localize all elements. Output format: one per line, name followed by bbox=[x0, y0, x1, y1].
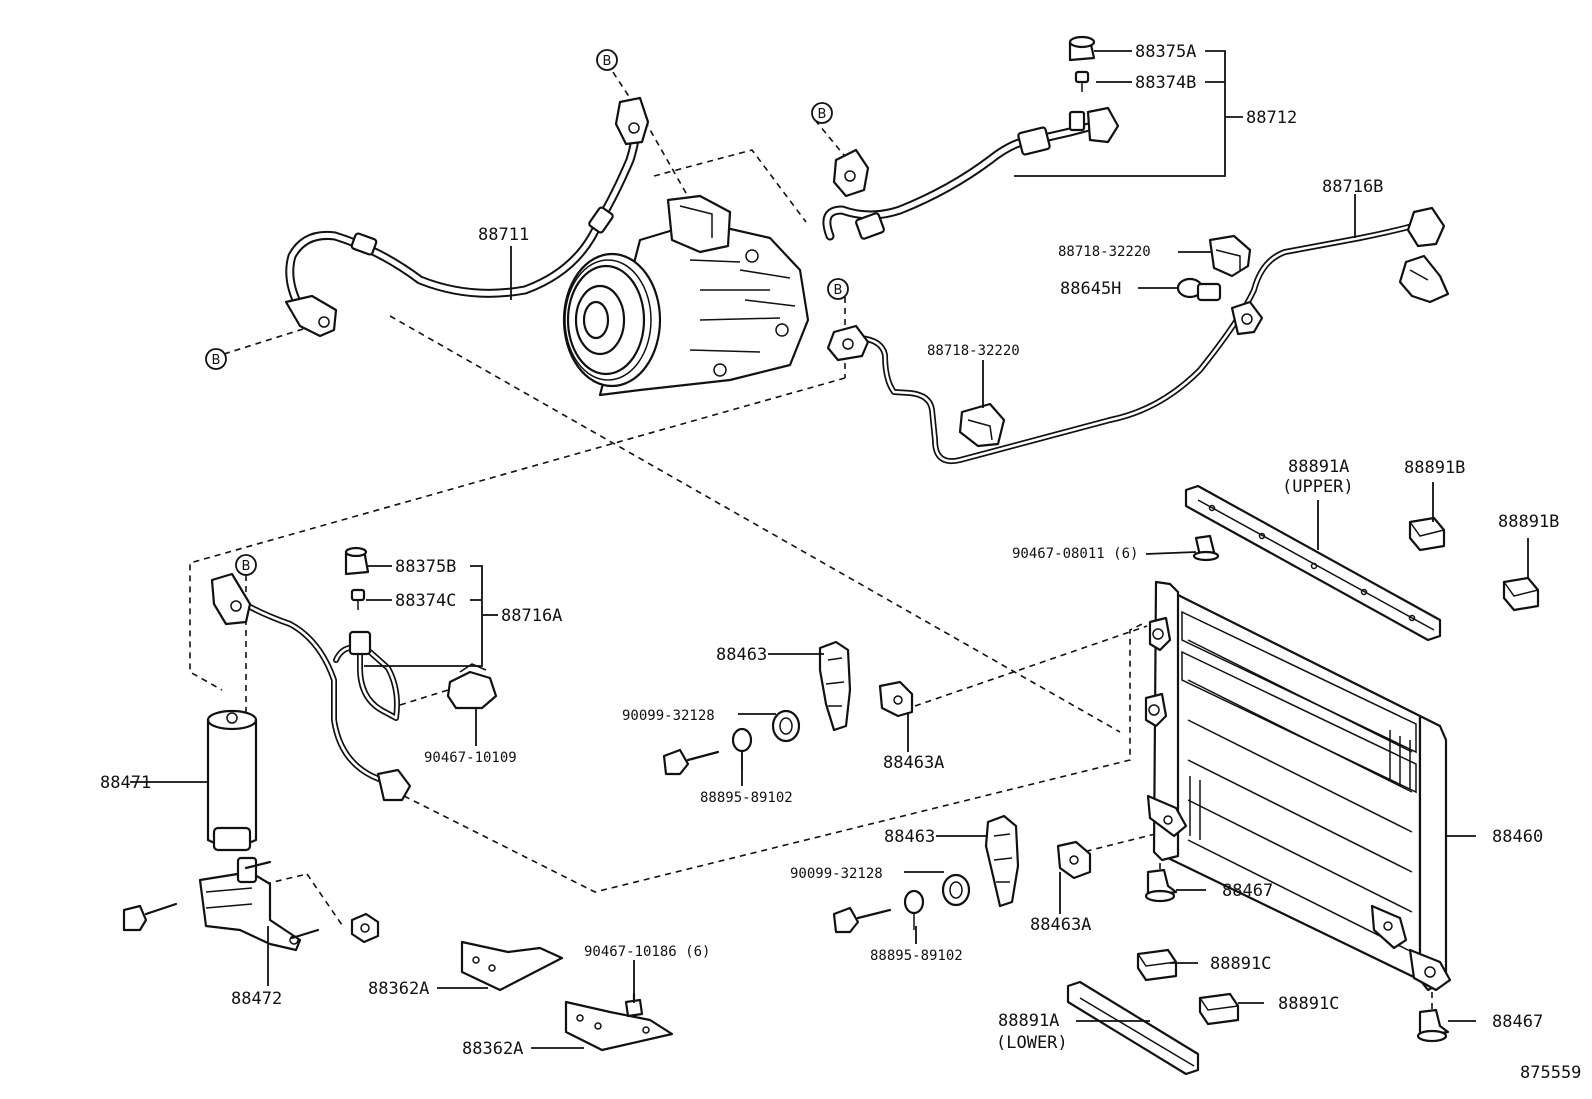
label-88362a-lower: 88362A bbox=[462, 1039, 523, 1059]
label-88718-32220-lower: 88718-32220 bbox=[927, 343, 1020, 359]
liquid-pipe-88716b bbox=[826, 206, 1446, 464]
radiator-support-88891a-lower bbox=[1066, 980, 1200, 1076]
label-88375b: 88375B bbox=[395, 557, 456, 577]
cushion-88891c-upper bbox=[1136, 948, 1178, 982]
b-marker-left: B bbox=[205, 348, 227, 370]
label-88891c-upper: 88891C bbox=[1210, 954, 1271, 974]
b-marker-upper-right: B bbox=[811, 102, 833, 124]
label-90467-08011: 90467-08011 (6) bbox=[1012, 546, 1138, 562]
bracket-88362a-lower bbox=[564, 1000, 674, 1052]
label-88718-32220-upper: 88718-32220 bbox=[1058, 244, 1151, 260]
label-88471: 88471 bbox=[100, 773, 151, 793]
cushion-88891c-lower bbox=[1198, 992, 1240, 1026]
radiator-support-88891a-upper bbox=[1184, 484, 1442, 642]
bolt-lower bbox=[832, 906, 892, 934]
label-88891a-lower-note: (LOWER) bbox=[996, 1033, 1068, 1053]
clip-90467-10186 bbox=[624, 992, 644, 1018]
label-88891a-lower: 88891A bbox=[998, 1011, 1059, 1031]
label-88716a: 88716A bbox=[501, 606, 562, 626]
svg-text:B: B bbox=[603, 54, 612, 69]
pipe-clamp-88718-32220-upper bbox=[1208, 234, 1252, 278]
label-88375a: 88375A bbox=[1135, 42, 1196, 62]
bolt-upper bbox=[662, 748, 720, 776]
part-labels: 88711 88375A 88374B 88712 88716B 88718-3… bbox=[100, 42, 1581, 1083]
svg-text:B: B bbox=[834, 283, 843, 298]
collar-88895-upper bbox=[731, 727, 753, 770]
pipe-clamp-88718-32220-lower bbox=[958, 402, 1006, 448]
receiver-bracket-88472 bbox=[198, 856, 302, 952]
valve-core-88374b bbox=[1074, 70, 1090, 92]
label-88463a-upper: 88463A bbox=[883, 753, 944, 773]
liquid-pipe-88716a bbox=[210, 572, 412, 802]
discharge-hose-88711 bbox=[284, 96, 650, 338]
label-88460: 88460 bbox=[1492, 827, 1543, 847]
pressure-switch-88645h bbox=[1176, 277, 1222, 302]
figure-number: 875559 bbox=[1520, 1063, 1581, 1083]
bracket-88463-lower bbox=[984, 814, 1020, 908]
label-88463-lower: 88463 bbox=[884, 827, 935, 847]
clamp-90467-10109 bbox=[446, 663, 498, 710]
label-88712: 88712 bbox=[1246, 108, 1297, 128]
label-88467-upper: 88467 bbox=[1222, 881, 1273, 901]
label-88891c-lower: 88891C bbox=[1278, 994, 1339, 1014]
label-88463a-lower: 88463A bbox=[1030, 915, 1091, 935]
label-88891b-upper: 88891B bbox=[1404, 458, 1465, 478]
label-90467-10109: 90467-10109 bbox=[424, 750, 517, 766]
bracket-88463-upper bbox=[818, 640, 852, 732]
label-88716b: 88716B bbox=[1322, 177, 1383, 197]
label-88472: 88472 bbox=[231, 989, 282, 1009]
label-90467-10186: 90467-10186 (6) bbox=[584, 944, 710, 960]
service-cap-88375a bbox=[1068, 35, 1096, 62]
label-88891a-upper-note: (UPPER) bbox=[1282, 477, 1354, 497]
bracket-88463a-upper bbox=[878, 680, 914, 718]
label-88374b: 88374B bbox=[1135, 73, 1196, 93]
grommet-90099-lower bbox=[941, 873, 971, 907]
receiver-dryer-88471 bbox=[206, 709, 258, 852]
label-88645h: 88645H bbox=[1060, 279, 1121, 299]
label-88891a-upper: 88891A bbox=[1288, 457, 1349, 477]
svg-text:B: B bbox=[242, 559, 251, 574]
label-88895-89102-lower: 88895-89102 bbox=[870, 948, 963, 964]
bracket-88362a-upper bbox=[460, 940, 564, 992]
clip-90467-08011 bbox=[1192, 534, 1220, 562]
ac-compressor bbox=[562, 194, 810, 397]
bolt-right-88472 bbox=[290, 928, 320, 940]
b-marker-receiver: B bbox=[235, 554, 257, 576]
suction-hose-88712 bbox=[822, 106, 1120, 241]
bracket-88463a-lower bbox=[1056, 840, 1092, 880]
grommet-90099-upper bbox=[771, 709, 801, 743]
label-88467-lower: 88467 bbox=[1492, 1012, 1543, 1032]
leader-lines bbox=[130, 50, 1529, 1049]
cushion-88467-upper bbox=[1144, 868, 1178, 903]
bolt-top-88472 bbox=[244, 860, 272, 870]
b-marker-middle: B bbox=[827, 278, 849, 300]
label-88362a-upper: 88362A bbox=[368, 979, 429, 999]
label-90099-32128-upper: 90099-32128 bbox=[622, 708, 715, 724]
collar-88895-lower bbox=[903, 889, 925, 930]
valve-core-88374c bbox=[350, 588, 366, 610]
b-marker-top: B bbox=[596, 49, 618, 71]
label-88891b-lower: 88891B bbox=[1498, 512, 1559, 532]
cushion-88891b-upper bbox=[1408, 516, 1446, 552]
svg-text:B: B bbox=[818, 107, 827, 122]
label-88463-upper: 88463 bbox=[716, 645, 767, 665]
b-connection-markers: B B B B B bbox=[205, 49, 849, 576]
bracket-clamp-right bbox=[1398, 254, 1450, 304]
label-88895-89102-upper: 88895-89102 bbox=[700, 790, 793, 806]
nut-88472 bbox=[350, 912, 380, 944]
service-cap-88375b bbox=[344, 546, 370, 576]
cushion-88891b-lower bbox=[1502, 576, 1540, 612]
assembly-dashed-lines bbox=[189, 62, 1433, 1010]
svg-text:B: B bbox=[212, 353, 221, 368]
label-90099-32128-lower: 90099-32128 bbox=[790, 866, 883, 882]
condenser-88460 bbox=[1144, 580, 1452, 992]
label-88374c: 88374C bbox=[395, 591, 456, 611]
cushion-88467-lower bbox=[1416, 1008, 1450, 1043]
bolt-left-88472 bbox=[122, 902, 178, 932]
label-88711: 88711 bbox=[478, 225, 529, 245]
